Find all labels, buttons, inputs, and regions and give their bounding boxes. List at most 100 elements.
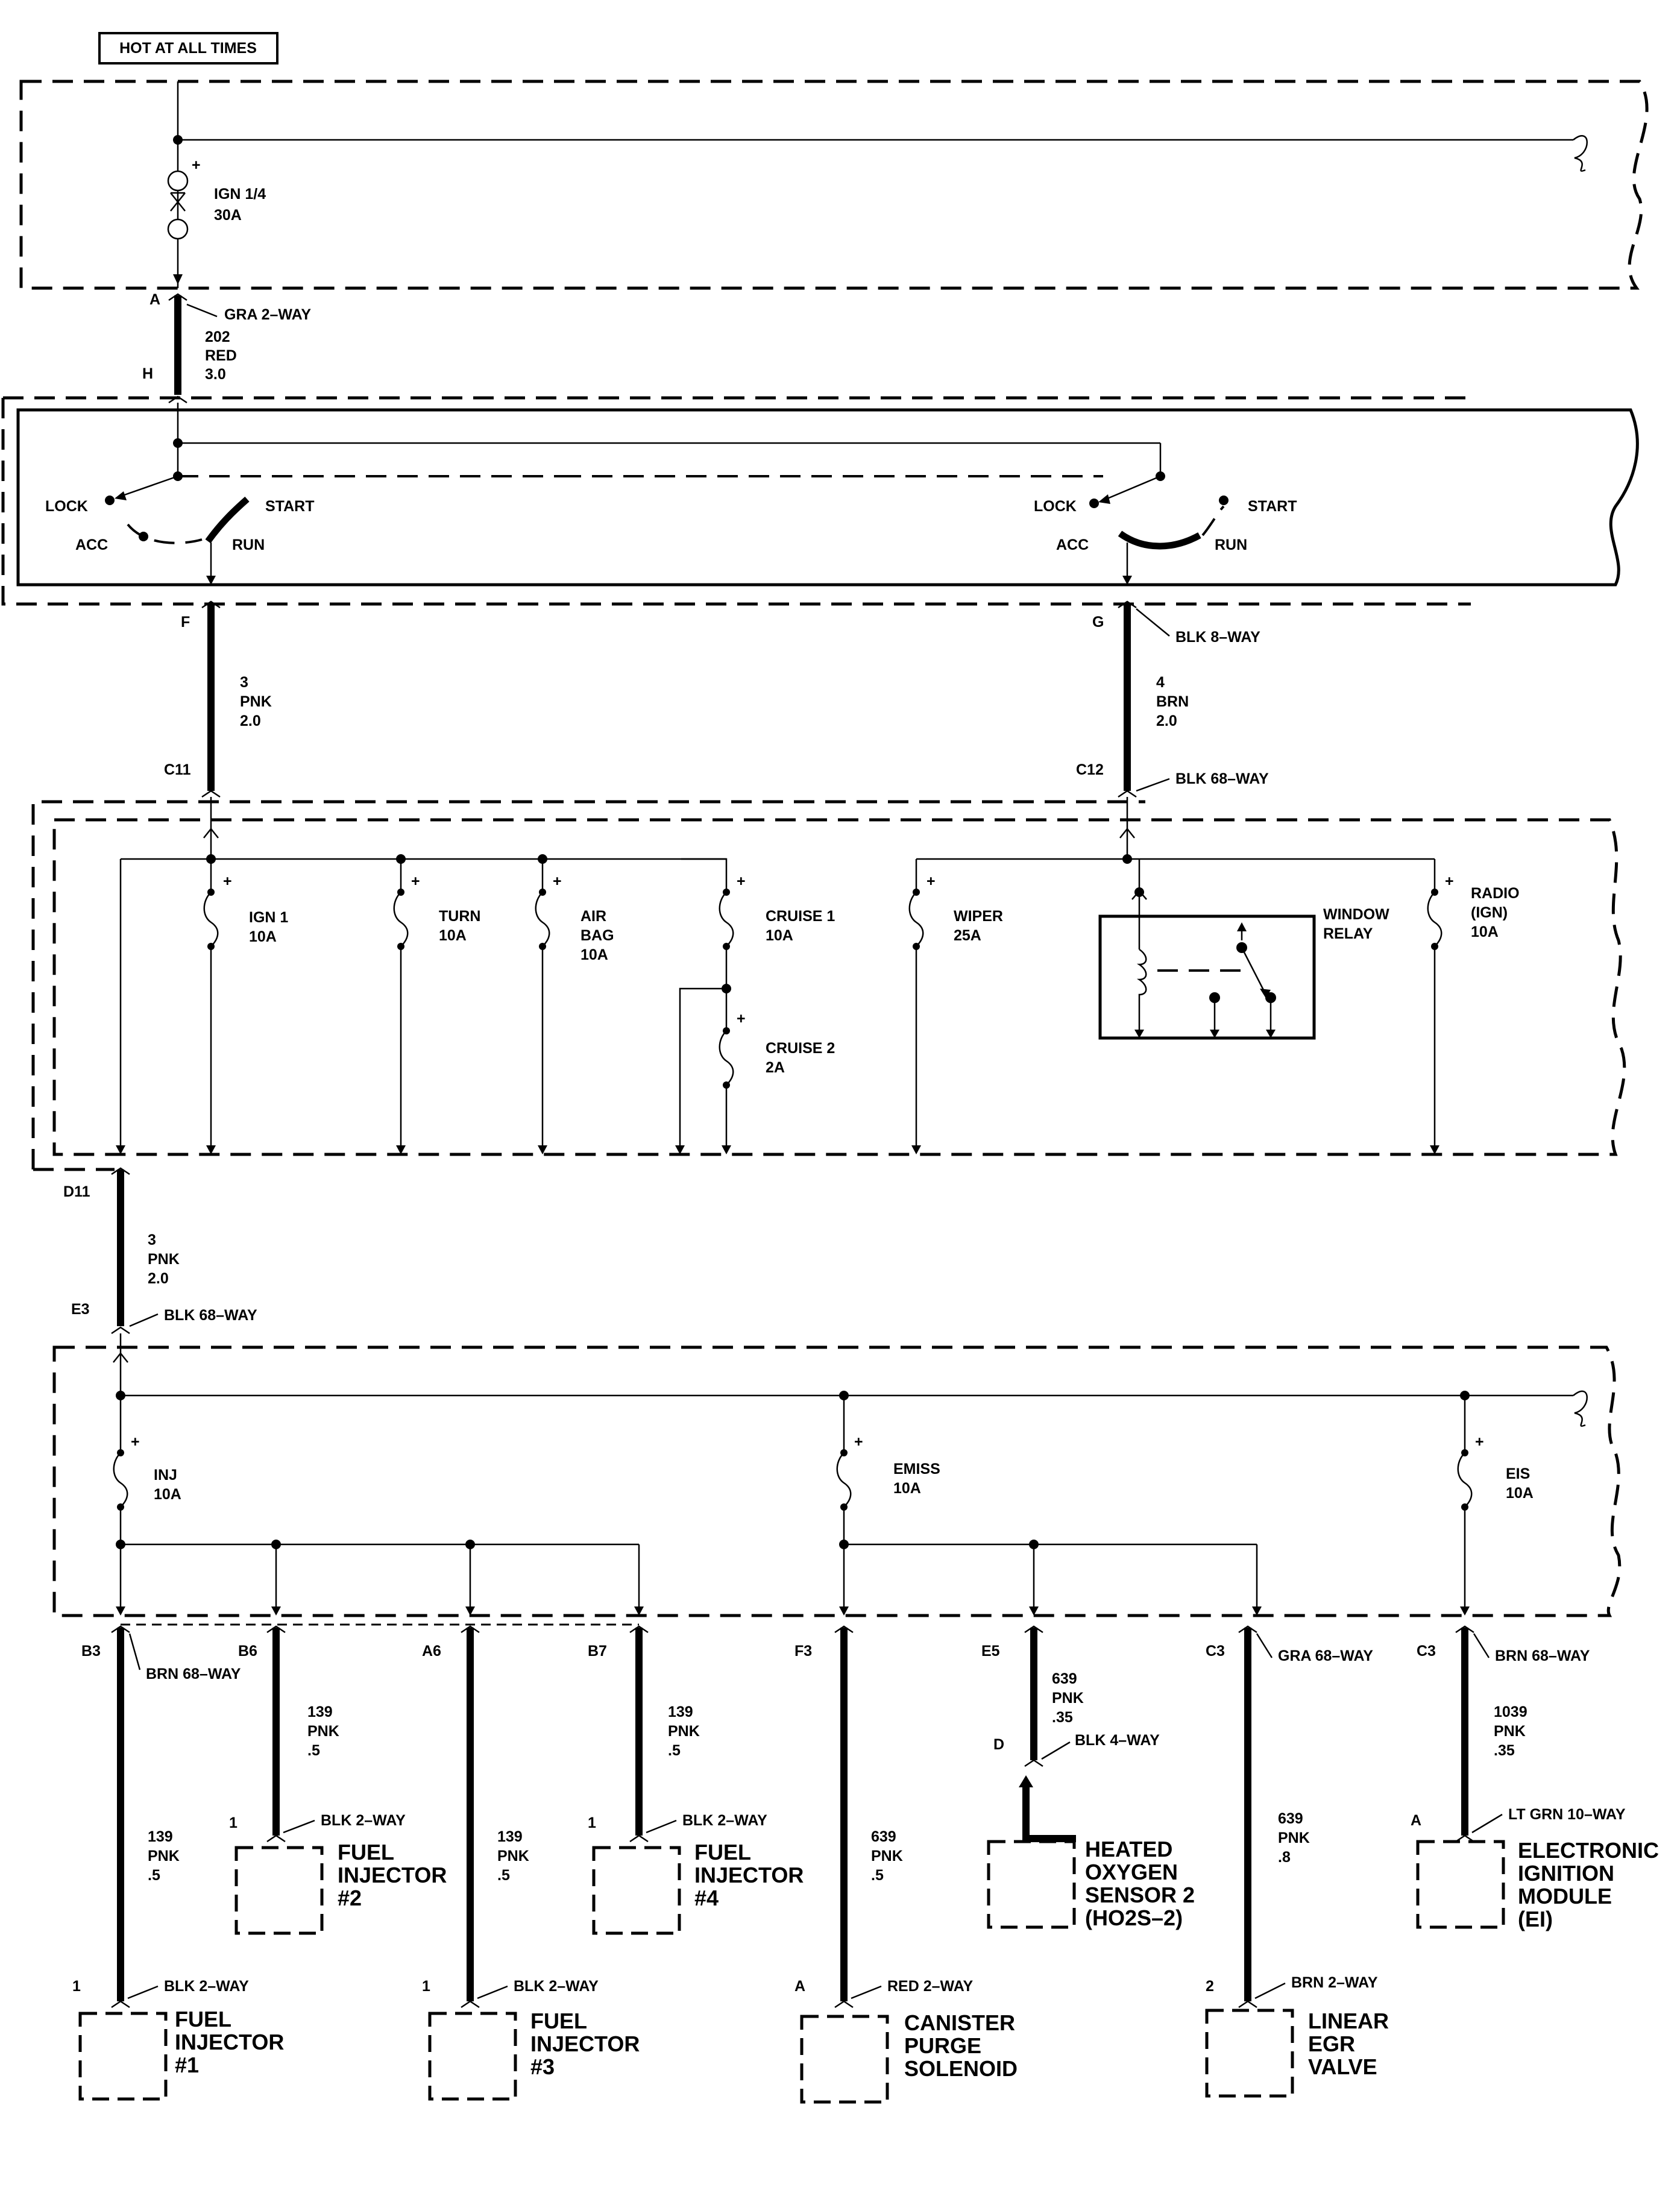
- ignition-switch-right: LOCK ACC START RUN: [1034, 471, 1297, 585]
- fuse-airbag-name1: AIR: [580, 908, 606, 925]
- fuse-eis-name: EIS: [1506, 1465, 1530, 1482]
- hot-at-all-times-label: HOT AT ALL TIMES: [98, 32, 278, 65]
- bus-continuation-icon-2: [1573, 1390, 1588, 1427]
- wire-639c-gauge: .8: [1278, 1849, 1291, 1866]
- inj1-label-2: INJECTOR: [175, 2030, 284, 2054]
- pin-D11: D11: [63, 1183, 90, 1200]
- wire-139a-color: PNK: [148, 1848, 180, 1864]
- pin-F3: F3: [794, 1643, 812, 1660]
- wire-139-injector-2: B6 139 PNK .5 1 BLK 2–WAY: [229, 1625, 406, 1843]
- connector-blk-2way-inj2: BLK 2–WAY: [321, 1812, 406, 1829]
- wire-139a-circuit: 139: [148, 1828, 173, 1845]
- connector-blk-2way-inj4: BLK 2–WAY: [682, 1812, 767, 1829]
- wire-1039-gauge: .35: [1494, 1742, 1515, 1759]
- fuse-ign14-rating: 30A: [214, 207, 242, 224]
- connector-blk-8way: BLK 8–WAY: [1175, 629, 1260, 646]
- left-start-label: START: [265, 498, 314, 515]
- svg-text:+: +: [131, 1433, 140, 1450]
- fuse-radio-name2: (IGN): [1471, 904, 1508, 921]
- pin-C3-egr: C3: [1206, 1643, 1225, 1660]
- ei-label-4: (EI): [1518, 1907, 1553, 1931]
- ip-fuse-block: + IGN 1 10A + TURN 10A + AIR: [31, 797, 1626, 1171]
- fuse-turn-name: TURN: [439, 908, 480, 925]
- ho2s-label-2: OXYGEN: [1085, 1860, 1178, 1884]
- fuse-airbag-name2: BAG: [580, 927, 614, 944]
- pin-ei: A: [1411, 1812, 1421, 1829]
- wire-4-circuit: 4: [1156, 674, 1165, 691]
- inj1-label-3: #1: [175, 2053, 199, 2077]
- ei-label-3: MODULE: [1518, 1884, 1612, 1909]
- pin-B6: B6: [238, 1643, 257, 1660]
- canister-label-2: PURGE: [904, 2033, 981, 2058]
- right-lock-label: LOCK: [1034, 498, 1077, 515]
- svg-text:+: +: [1475, 1433, 1484, 1450]
- wire-4-brn: G C12 BLK 8–WAY BLK 68–WAY 4 BRN 2.0: [1076, 600, 1269, 798]
- wire-139c-circuit: 139: [497, 1828, 523, 1845]
- fuse-ign14-name: IGN 1/4: [214, 186, 266, 203]
- svg-text:+: +: [192, 157, 201, 174]
- wire-639a-circuit: 639: [871, 1828, 896, 1845]
- wire-139d-color: PNK: [668, 1723, 700, 1740]
- wire-639b-color: PNK: [1052, 1690, 1084, 1707]
- wire-639a-color: PNK: [871, 1848, 903, 1864]
- fuse-cruise2-rating: 2A: [766, 1059, 785, 1076]
- fuse-emiss: + EMISS 10A: [836, 1396, 1262, 1616]
- svg-text:+: +: [411, 873, 420, 890]
- bus-continuation-icon: [1573, 135, 1588, 172]
- ignition-switch-left: LOCK ACC START RUN: [45, 471, 1103, 585]
- engine-fuse-block-outline: [52, 1345, 1622, 1617]
- canister-purge-solenoid: CANISTER PURGE SOLENOID: [800, 2010, 1018, 2104]
- window-relay-label2: RELAY: [1323, 925, 1373, 942]
- pin-injector-1: 1: [72, 1978, 81, 1995]
- ei-label-2: IGNITION: [1518, 1861, 1614, 1886]
- connector-blk-68way-e3: BLK 68–WAY: [164, 1307, 257, 1324]
- connector-blk-4way: BLK 4–WAY: [1075, 1732, 1160, 1749]
- pin-E3: E3: [71, 1301, 90, 1318]
- wire-202-gauge: 3.0: [205, 366, 226, 383]
- fusible-link-icon: +: [167, 157, 201, 285]
- svg-text:+: +: [1445, 873, 1454, 890]
- wire-639b-gauge: .35: [1052, 1709, 1073, 1726]
- fuse-turn-rating: 10A: [439, 927, 467, 944]
- wire-1039-ei: C3 BRN 68–WAY 1039 PNK .35 A LT GRN 10–W…: [1411, 1625, 1626, 1843]
- fuel-injector-2: FUEL INJECTOR #2: [234, 1840, 447, 1935]
- connector-brn-2way: BRN 2–WAY: [1291, 1974, 1378, 1991]
- wire-202-color: RED: [205, 347, 237, 364]
- fuse-wiper: + WIPER 25A: [908, 859, 1003, 1154]
- inj3-label-1: FUEL: [530, 2009, 587, 2033]
- wire-639-canister: F3 639 PNK .5 A RED 2–WAY: [794, 1625, 974, 2009]
- pin-G: G: [1092, 614, 1104, 631]
- fuel-injector-4: FUEL INJECTOR #4: [592, 1840, 804, 1935]
- wire-202-circuit: 202: [205, 329, 230, 345]
- fuse-inj: + INJ 10A: [113, 1396, 644, 1616]
- fuse-inj-name: INJ: [154, 1467, 177, 1484]
- fuel-injector-3: FUEL INJECTOR #3: [428, 2009, 640, 2101]
- header-text: HOT AT ALL TIMES: [119, 40, 257, 57]
- ei-label-1: ELECTRONIC: [1518, 1838, 1659, 1863]
- fuse-ign1-name: IGN 1: [249, 909, 288, 926]
- electronic-ignition-module: ELECTRONIC IGNITION MODULE (EI): [1416, 1838, 1659, 1931]
- ignition-switch: LOCK ACC START RUN LOCK ACC START RUN: [1, 396, 1639, 606]
- window-relay-label1: WINDOW: [1323, 906, 1389, 923]
- ho2s-label-3: SENSOR 2: [1085, 1883, 1195, 1907]
- wire-3-pnk-b: D11 E3 3 PNK 2.0 BLK 68–WAY: [63, 1167, 257, 1335]
- wire-139-injector-3: A6 139 PNK .5 1 BLK 2–WAY: [422, 1625, 599, 2009]
- fuse-radio-rating: 10A: [1471, 924, 1499, 940]
- pin-injector-3: 1: [422, 1978, 430, 1995]
- fuse-wiper-rating: 25A: [954, 927, 981, 944]
- wire-3b-gauge: 2.0: [148, 1270, 169, 1287]
- wire-3a-color: PNK: [240, 693, 272, 710]
- ip-fuse-block-outline: [52, 818, 1626, 1156]
- pin-H: H: [142, 365, 153, 382]
- wire-139-injector-4: B7 139 PNK .5 1 BLK 2–WAY: [588, 1625, 767, 1843]
- wire-3b-color: PNK: [148, 1251, 180, 1268]
- wire-639c-circuit: 639: [1278, 1810, 1303, 1827]
- pin-canister: A: [794, 1978, 805, 1995]
- fuse-eis: + EIS 10A: [1457, 1396, 1534, 1616]
- pin-C3-ei: C3: [1417, 1643, 1436, 1660]
- connector-blk-2way-inj3: BLK 2–WAY: [514, 1978, 599, 1995]
- wire-139b-gauge: .5: [307, 1742, 320, 1759]
- left-run-label: RUN: [232, 537, 265, 553]
- inj2-label-1: FUEL: [338, 1840, 394, 1864]
